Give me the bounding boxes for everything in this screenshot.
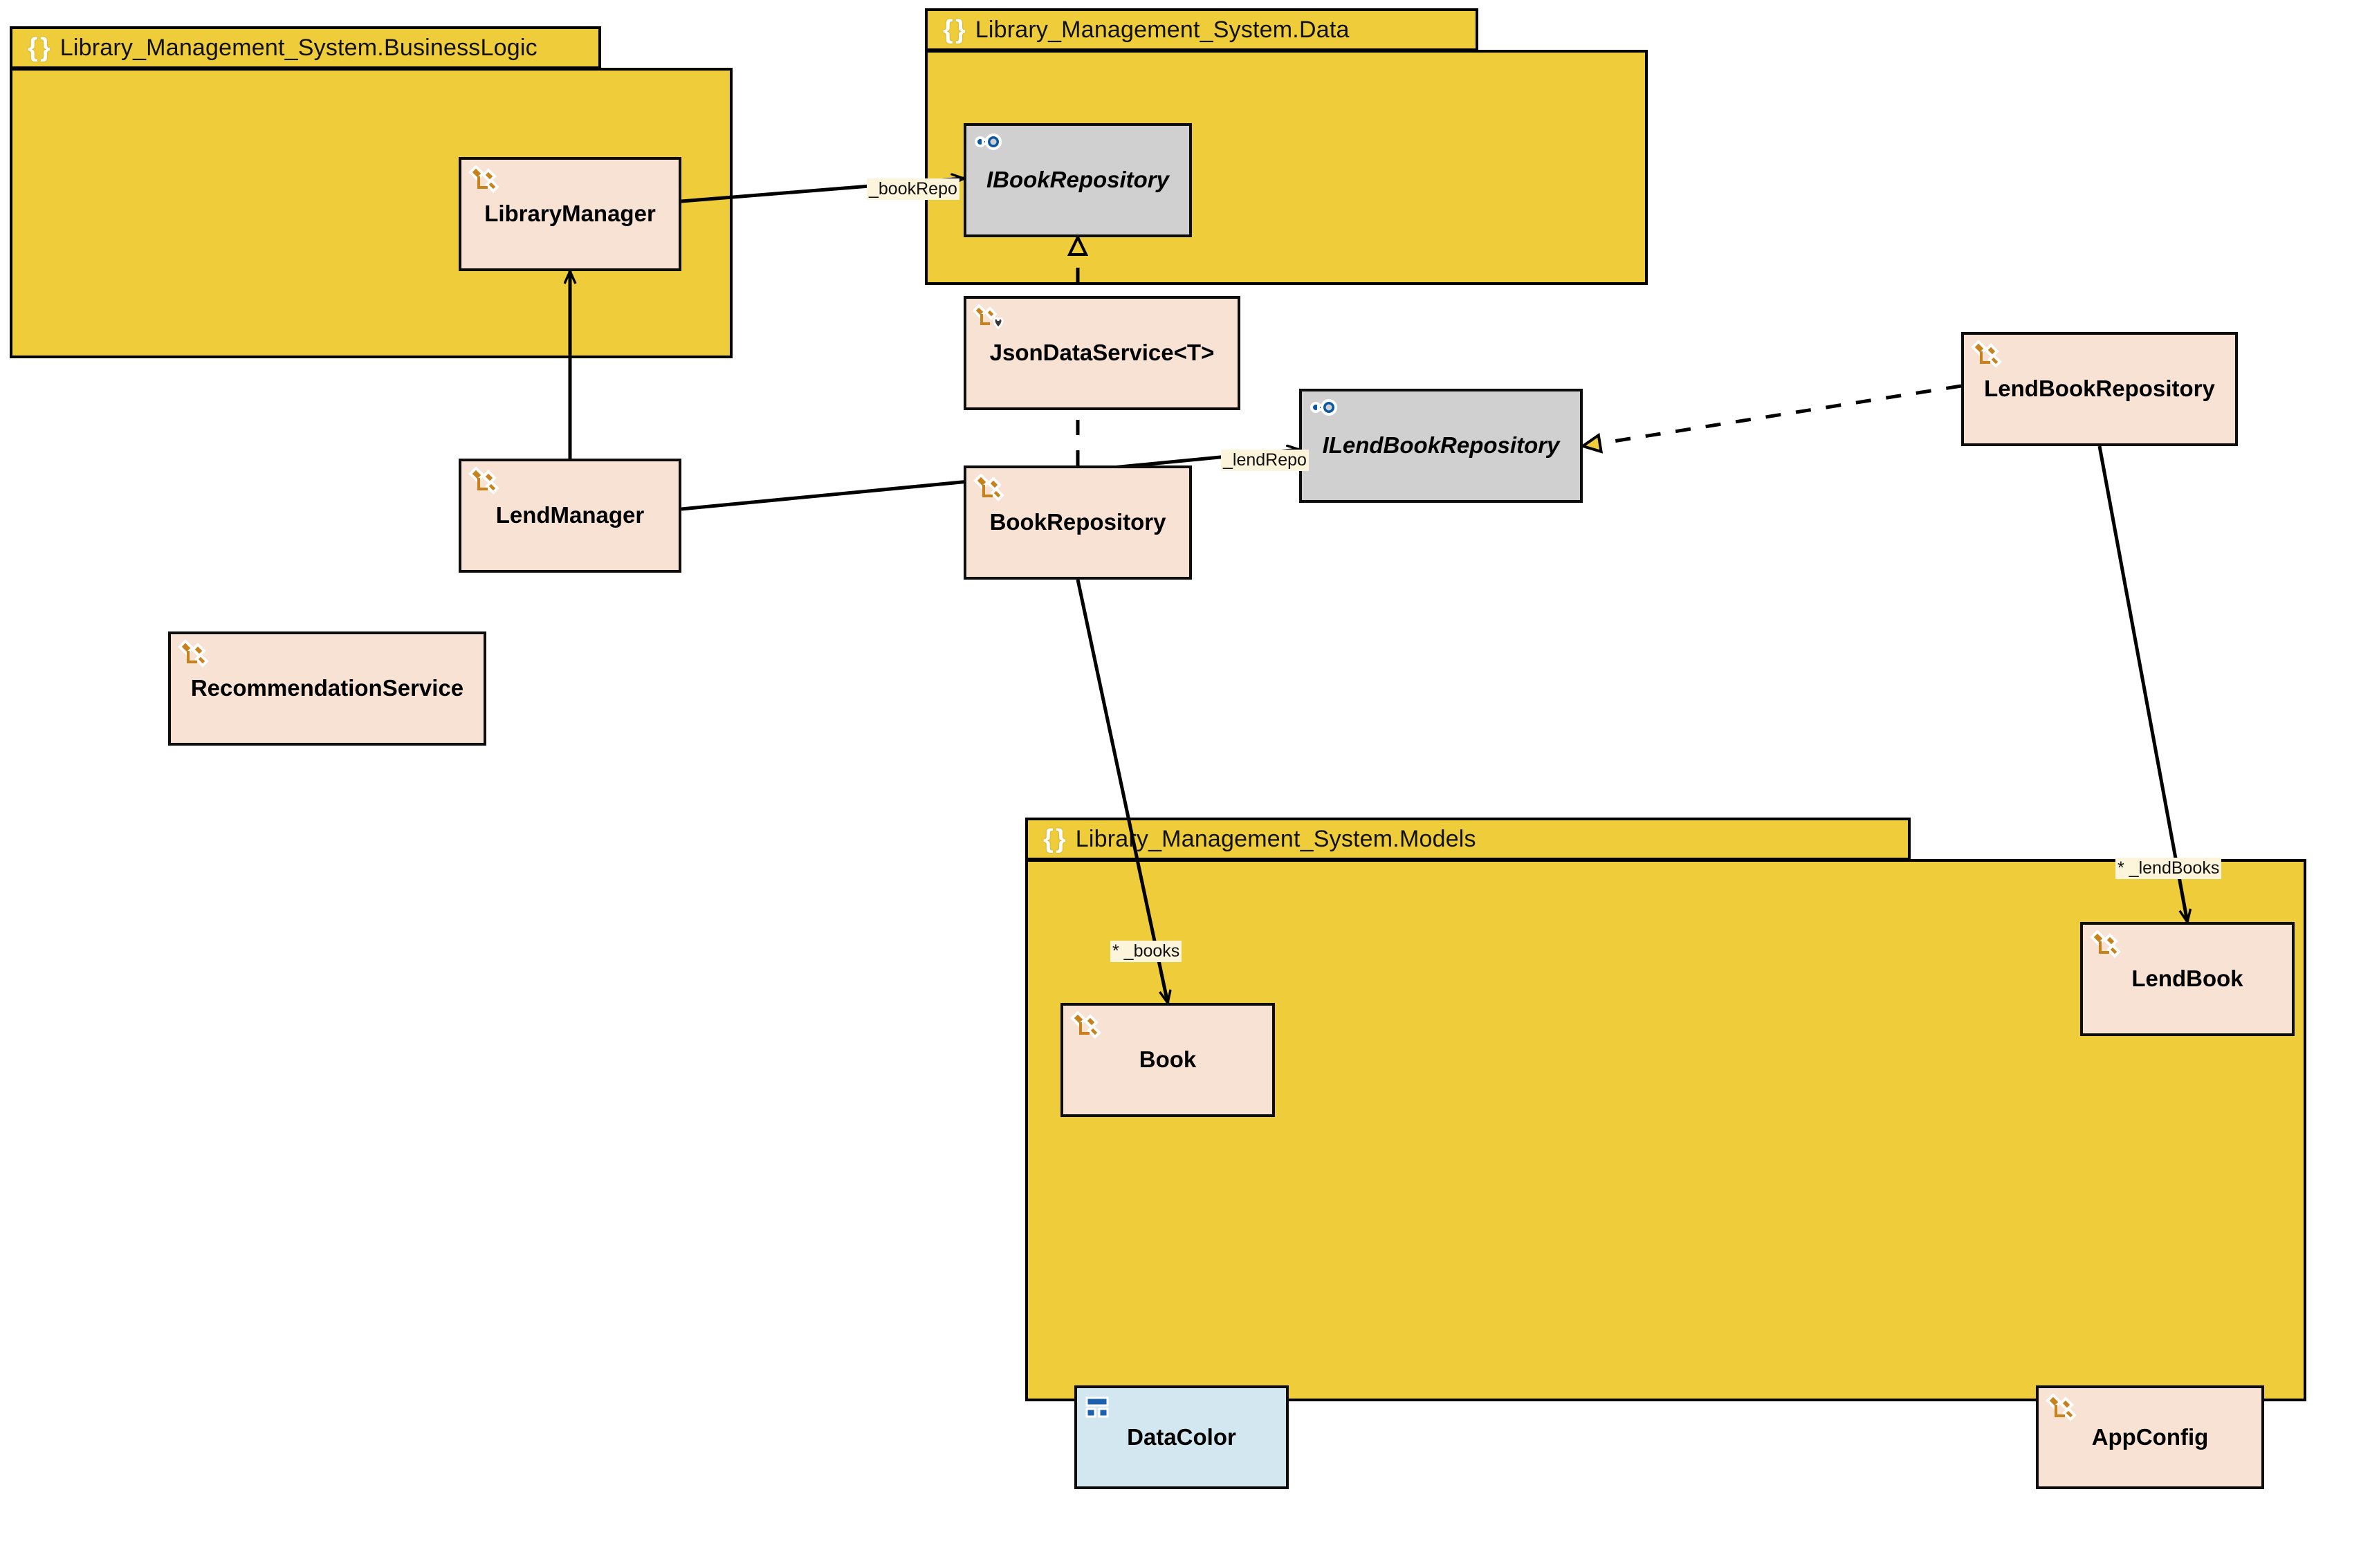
class-jsondataservice[interactable]: JsonDataService<T> <box>964 296 1240 410</box>
class-lendbook[interactable]: LendBook <box>2080 922 2295 1036</box>
class-label: LibraryManager <box>484 201 656 227</box>
braces-icon: { } <box>1043 824 1066 854</box>
edge-label-lendbooks: * _lendBooks <box>2115 858 2222 879</box>
package-data-label: Library_Management_System.Data <box>975 16 1350 43</box>
interface-label: IBookRepository <box>986 167 1170 193</box>
class-label: AppConfig <box>2091 1423 2209 1450</box>
enum-label: DataColor <box>1127 1423 1236 1450</box>
package-data-tab: { } Library_Management_System.Data <box>925 8 1478 51</box>
class-icon <box>973 473 1005 506</box>
enum-datacolor[interactable]: DataColor <box>1074 1385 1289 1489</box>
class-icon <box>1971 340 2003 372</box>
class-lendbookrepository[interactable]: LendBookRepository <box>1961 332 2238 446</box>
interface-ibookrepository[interactable]: IBookRepository <box>964 123 1192 237</box>
class-icon <box>1070 1011 1102 1043</box>
interface-icon <box>973 131 1005 163</box>
class-generic-icon <box>972 304 1005 336</box>
edge-label-lendrepo: _lendRepo <box>1221 450 1309 471</box>
package-models-label: Library_Management_System.Models <box>1075 825 1476 852</box>
interface-icon <box>1309 397 1341 429</box>
class-label: LendManager <box>495 502 645 528</box>
enum-icon <box>1084 1394 1116 1426</box>
class-appconfig[interactable]: AppConfig <box>2036 1385 2264 1489</box>
class-librarymanager[interactable]: LibraryManager <box>459 157 681 271</box>
class-icon <box>178 639 210 672</box>
interface-ilendbookrepository[interactable]: ILendBookRepository <box>1299 389 1583 503</box>
class-recommendationservice[interactable]: RecommendationService <box>168 631 486 746</box>
interface-label: ILendBookRepository <box>1322 432 1560 459</box>
braces-icon: { } <box>943 15 966 44</box>
class-lendmanager[interactable]: LendManager <box>459 459 681 573</box>
edge-label-books: * _books <box>1110 941 1182 962</box>
braces-icon: { } <box>28 33 50 62</box>
class-label: RecommendationService <box>190 675 464 701</box>
class-label: Book <box>1139 1046 1197 1073</box>
class-book[interactable]: Book <box>1060 1003 1275 1117</box>
class-icon <box>468 165 500 197</box>
edge-label-bookrepo: _bookRepo <box>867 178 959 200</box>
package-businesslogic-label: Library_Management_System.BusinessLogic <box>59 34 538 61</box>
class-label: BookRepository <box>989 509 1166 535</box>
class-bookrepository[interactable]: BookRepository <box>964 465 1192 580</box>
class-label: LendBookRepository <box>1984 376 2215 402</box>
class-label: JsonDataService<T> <box>989 340 1215 366</box>
package-models-tab: { } Library_Management_System.Models <box>1025 818 1911 860</box>
class-icon <box>2090 930 2122 962</box>
class-icon <box>2046 1393 2077 1426</box>
package-businesslogic-tab: { } Library_Management_System.BusinessLo… <box>10 26 601 69</box>
class-label: LendBook <box>2131 966 2243 992</box>
class-icon <box>468 466 500 499</box>
